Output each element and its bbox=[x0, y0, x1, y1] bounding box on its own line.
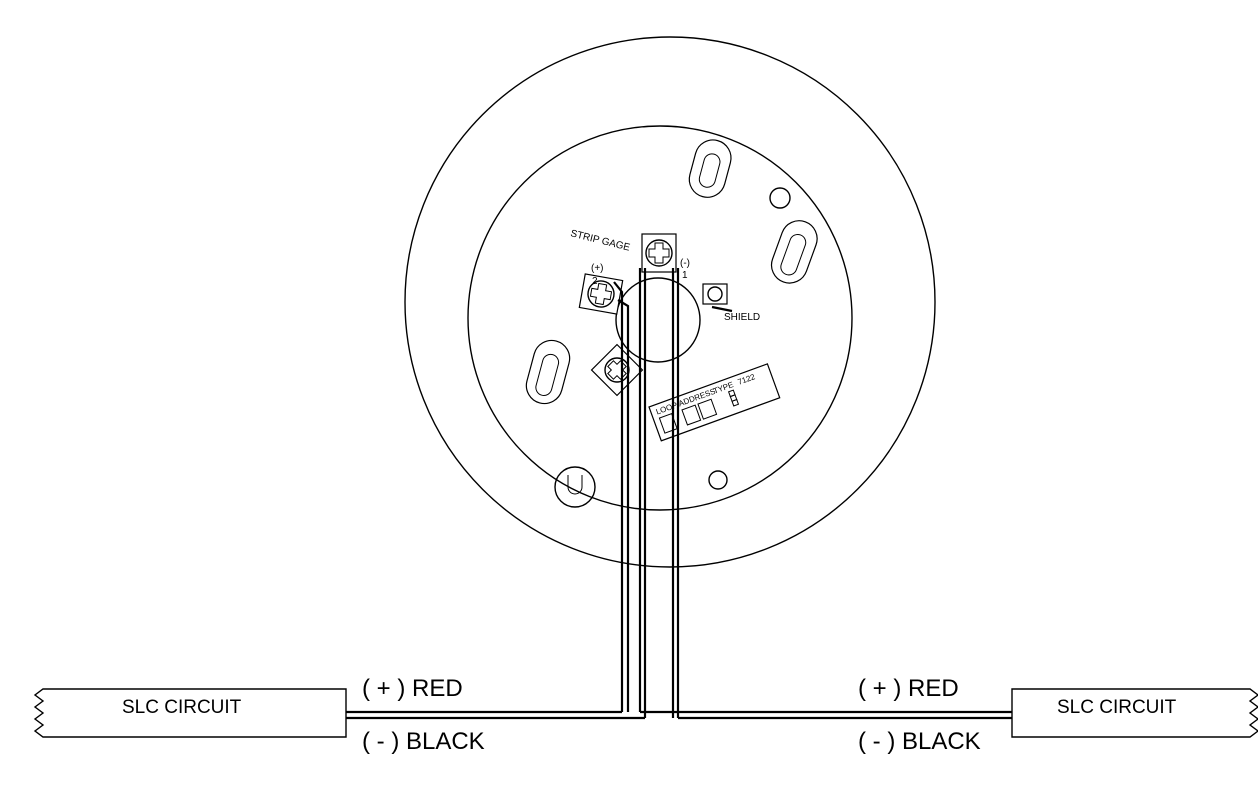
right-red-label: ( + ) RED bbox=[858, 675, 959, 702]
keyhole-slot-left bbox=[525, 339, 571, 405]
left-slc-label: SLC CIRCUIT bbox=[122, 697, 242, 718]
address-label-plate: LOOP ADDRESS TYPE 7122 bbox=[648, 363, 781, 442]
right-slc-label: SLC CIRCUIT bbox=[1057, 697, 1177, 718]
terminal-screw-minus bbox=[641, 233, 677, 273]
strip-gage-label: STRIP GAGE bbox=[569, 228, 631, 253]
plus-terminal-label: (+) bbox=[591, 263, 604, 274]
right-slc-circuit-box: SLC CIRCUIT bbox=[1011, 688, 1258, 738]
terminal-screw-lower bbox=[590, 343, 644, 397]
terminal-screw-plus bbox=[578, 273, 624, 315]
left-black-label: ( - ) BLACK bbox=[362, 728, 485, 755]
shield-terminal bbox=[702, 283, 733, 313]
keyhole-slot-right bbox=[770, 220, 818, 284]
left-red-label: ( + ) RED bbox=[362, 675, 463, 702]
plus-terminal-number: 2 bbox=[592, 276, 598, 287]
alignment-hole-bottom bbox=[708, 470, 728, 490]
center-wire-hole bbox=[615, 277, 701, 363]
left-slc-circuit-box: SLC CIRCUIT bbox=[33, 688, 347, 738]
right-black-label: ( - ) BLACK bbox=[858, 728, 981, 755]
outer-base-ring bbox=[404, 36, 936, 568]
minus-terminal-label: (-) bbox=[680, 258, 690, 269]
inner-mounting-plate bbox=[467, 125, 853, 511]
wire-bundle bbox=[613, 268, 680, 718]
minus-terminal-number: 1 bbox=[682, 270, 688, 281]
alignment-hole-top bbox=[769, 187, 791, 209]
shield-label: SHIELD bbox=[724, 312, 760, 323]
keyhole-slot-top bbox=[688, 139, 732, 198]
notch-hole-bottom-left bbox=[554, 466, 596, 508]
